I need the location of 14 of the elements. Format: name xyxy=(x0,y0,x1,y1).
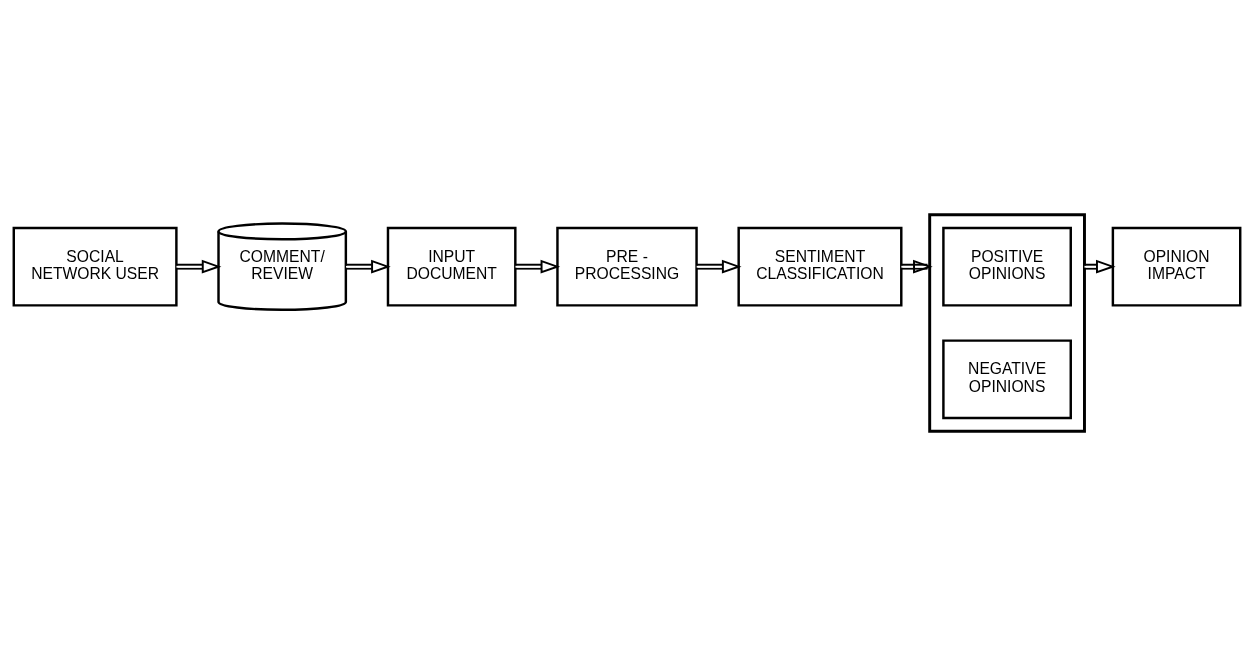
arrow xyxy=(1083,259,1116,274)
arrow xyxy=(345,259,391,274)
arrow xyxy=(900,259,933,274)
node-box: POSITIVE OPINIONS xyxy=(942,226,1072,307)
node-box: SOCIAL NETWORK USER xyxy=(12,226,178,307)
node-box: SENTIMENT CLASSIFICATION xyxy=(737,226,903,307)
arrow xyxy=(695,259,742,274)
node-box: NEGATIVE OPINIONS xyxy=(942,339,1072,420)
node-box: PRE - PROCESSING xyxy=(556,226,698,307)
cluster xyxy=(928,213,1086,433)
arrow xyxy=(175,259,222,274)
arrow xyxy=(514,259,561,274)
node-box: INPUT DOCUMENT xyxy=(386,226,517,307)
node-box: OPINION IMPACT xyxy=(1111,226,1242,307)
